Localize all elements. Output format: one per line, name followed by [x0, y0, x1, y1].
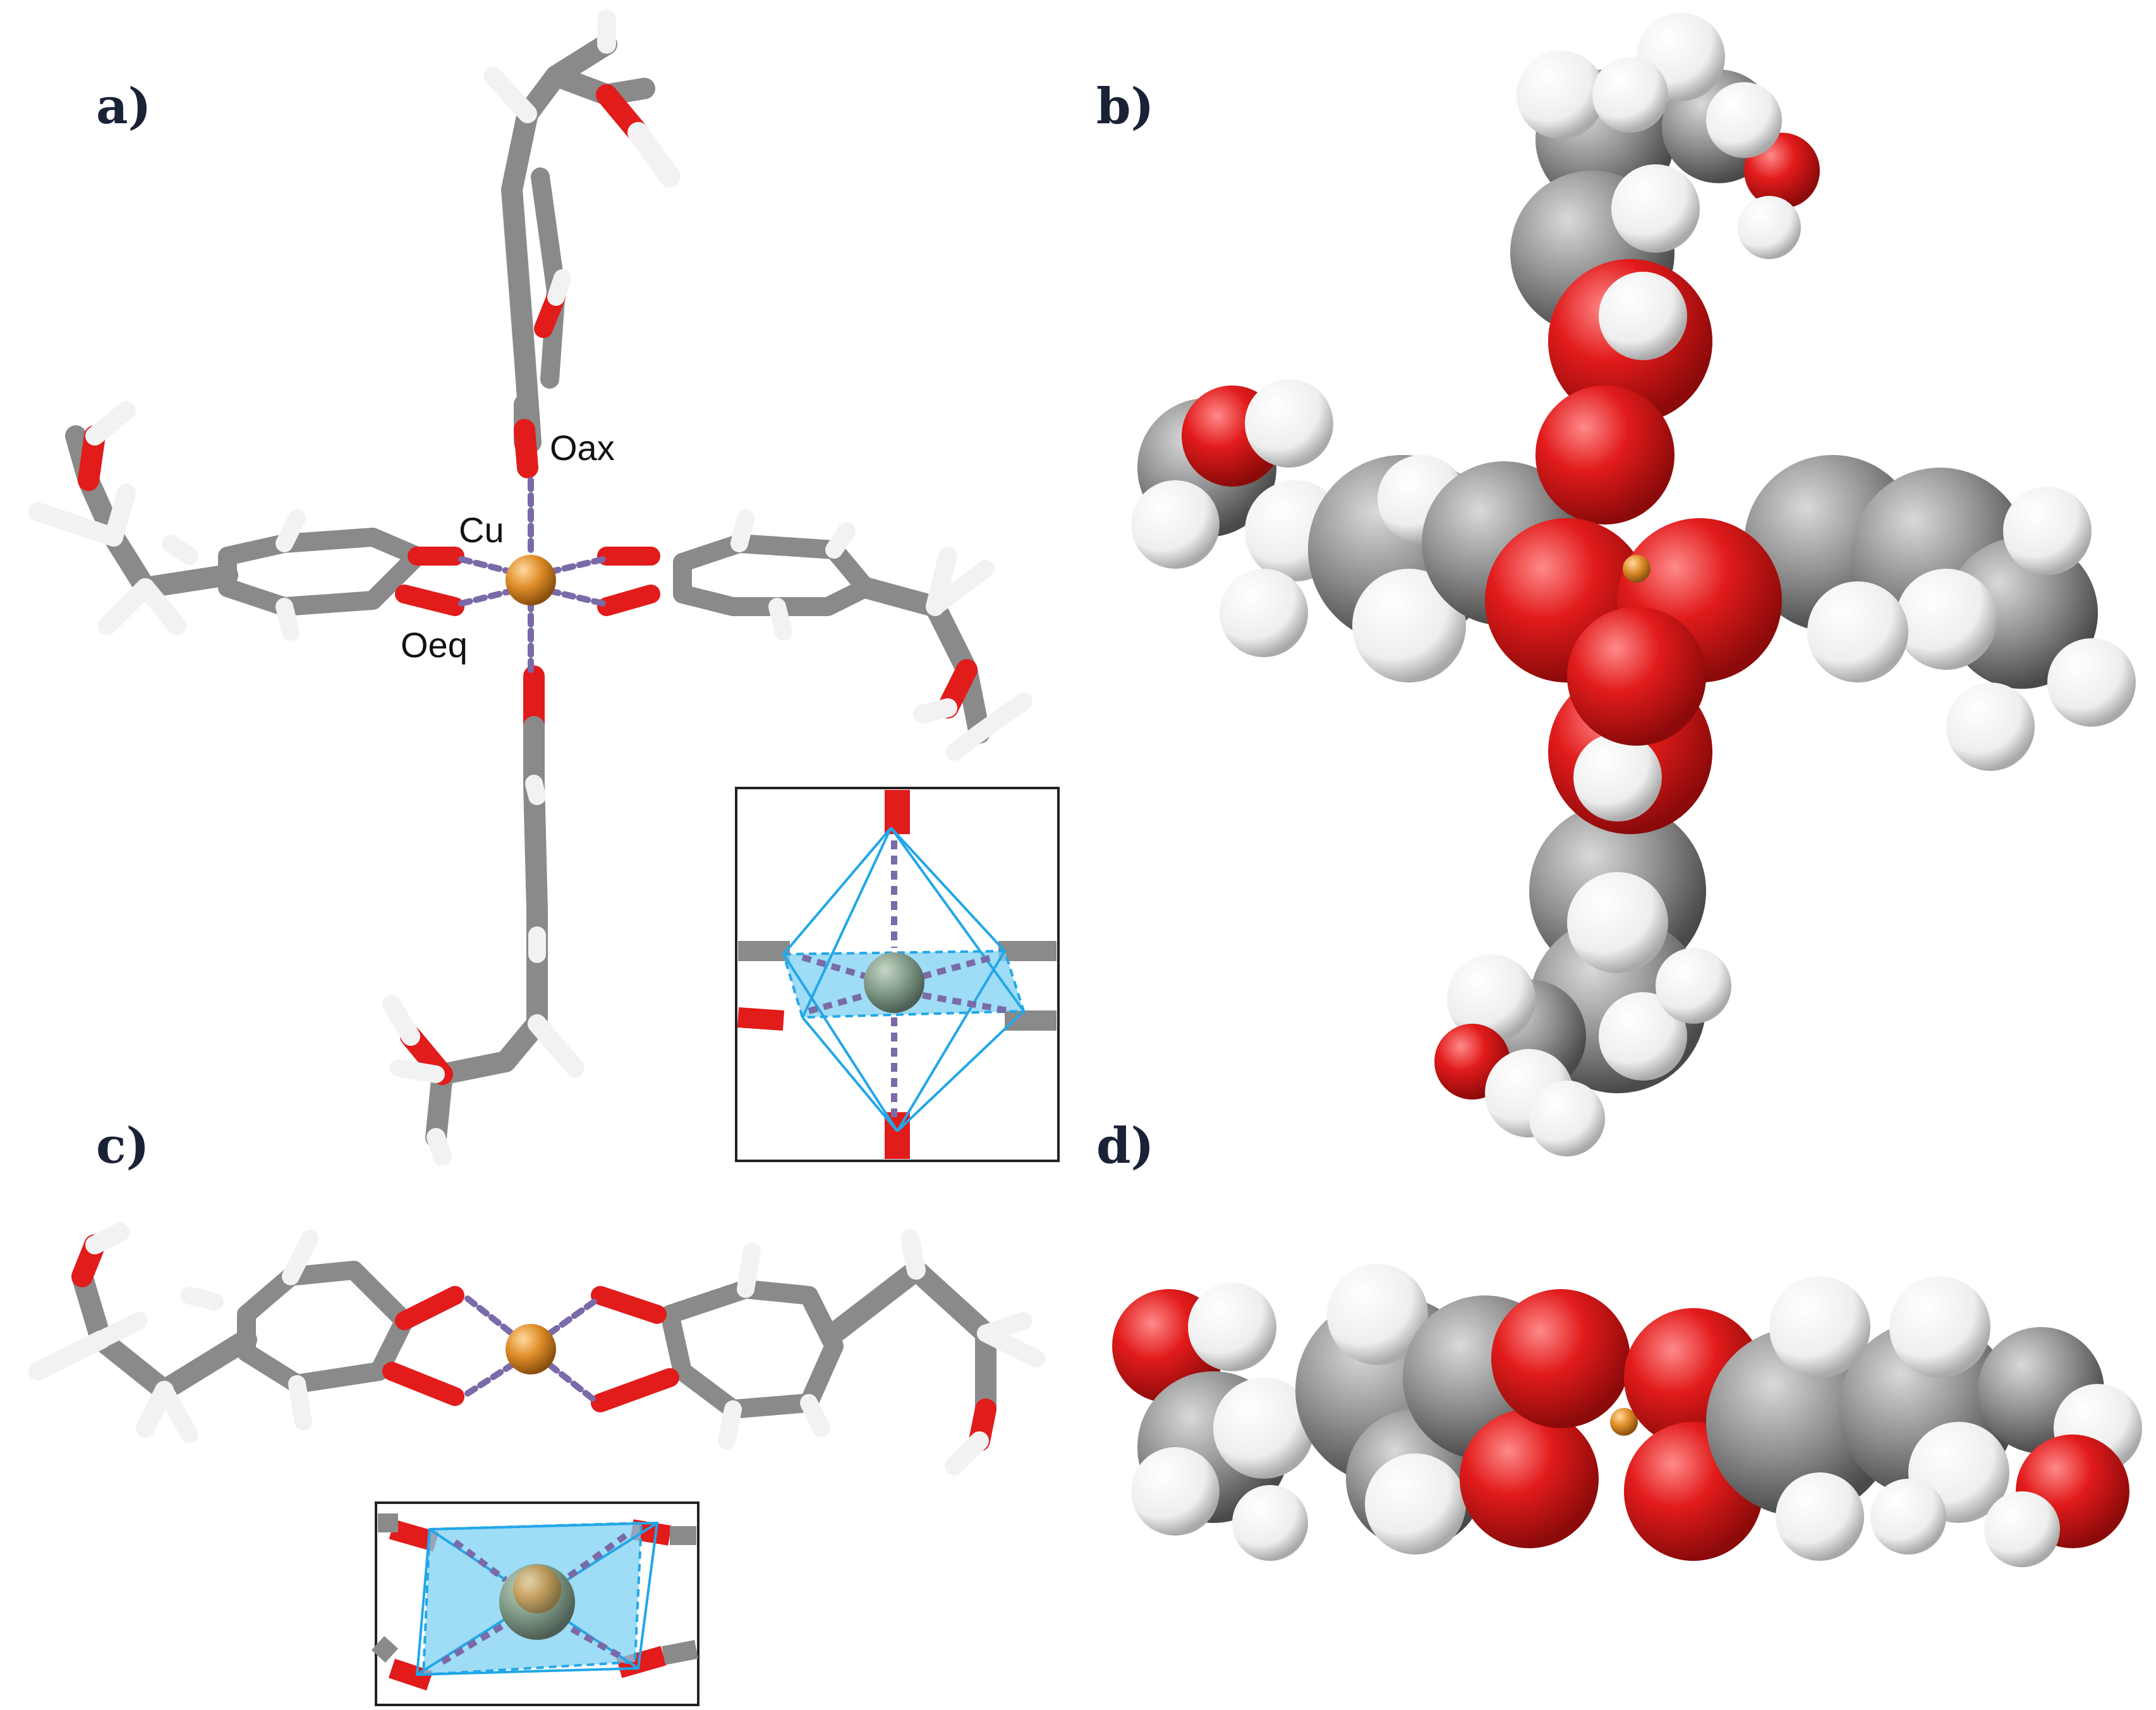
atom-label-o-ax: Oax — [550, 428, 615, 468]
panel-label-c: c) — [96, 1117, 149, 1175]
axial-ligand-top — [483, 9, 681, 478]
atom-label-cu: Cu — [459, 510, 504, 550]
axial-ligand-bottom — [382, 665, 584, 1166]
panel-c-stick-model-side — [28, 1223, 1045, 1476]
panel-a-stick-model — [28, 9, 1033, 1166]
panel-label-d: d) — [1096, 1117, 1154, 1175]
panel-label-a: a) — [96, 78, 151, 135]
cu-atom-side — [506, 1324, 556, 1374]
panel-label-b: b) — [1096, 78, 1154, 135]
equatorial-ligand-right — [597, 509, 1033, 761]
inset-octahedron — [735, 787, 1060, 1162]
panel-b-space-filling-model — [1131, 13, 2136, 1156]
side-ligand-left — [28, 1223, 464, 1443]
atom-label-o-eq: Oeq — [401, 625, 468, 665]
cu-o-contacts — [458, 477, 607, 673]
cu-atom — [506, 555, 556, 605]
panel-d-space-filling-side — [1112, 1264, 2142, 1567]
equatorial-ligand-left — [28, 401, 464, 641]
inset-square-planar — [371, 1501, 699, 1706]
side-ligand-right — [591, 1229, 1045, 1476]
